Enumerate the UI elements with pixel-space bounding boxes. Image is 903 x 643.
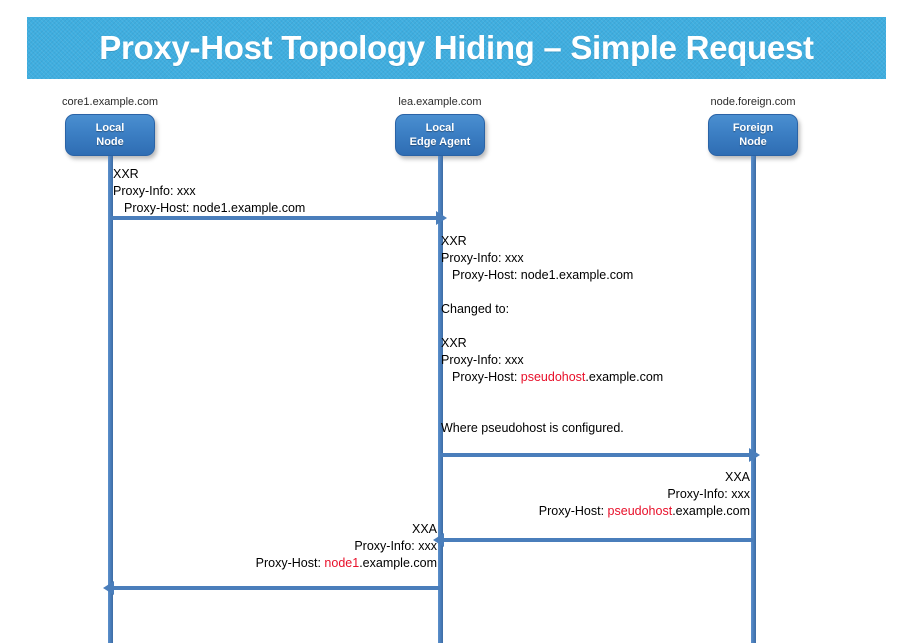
- participant-host-label: lea.example.com: [398, 96, 482, 108]
- arrowhead-right-icon: [436, 211, 447, 225]
- node-box-line2: Node: [739, 136, 767, 148]
- participant-foreign-node: node.foreign.com Foreign Node: [653, 96, 853, 156]
- arrow-answer-lea-to-local: [103, 581, 440, 595]
- highlighted-host-token: pseudohost: [607, 504, 673, 518]
- page-title: Proxy-Host Topology Hiding – Simple Requ…: [99, 29, 814, 66]
- participant-local-edge-agent: lea.example.com Local Edge Agent: [340, 96, 540, 156]
- participant-local-node: core1.example.com Local Node: [10, 96, 210, 156]
- participant-host-label: core1.example.com: [62, 96, 158, 108]
- node-box-line1: Local: [95, 122, 125, 134]
- message-line: Proxy-Info: xxx: [441, 251, 524, 265]
- lifeline-local-node: [108, 156, 113, 643]
- node-box-line2: Edge Agent: [409, 136, 471, 148]
- message-line: Proxy-Info: xxx: [667, 487, 750, 501]
- lifeline-foreign-node: [751, 156, 756, 643]
- message-line: Proxy-Host: node1.example.com: [255, 556, 437, 570]
- message-line: XXR: [441, 234, 467, 248]
- message-line: Where pseudohost is configured.: [441, 421, 624, 435]
- message-line: Proxy-Info: xxx: [113, 184, 196, 198]
- highlighted-host-token: pseudohost: [520, 370, 586, 384]
- node-box-local-node[interactable]: Local Node: [65, 114, 155, 156]
- node-box-line1: Foreign: [732, 122, 774, 134]
- arrow-request-lea-to-foreign: [440, 448, 760, 462]
- arrowhead-left-icon: [103, 581, 114, 595]
- node-box-line1: Local: [425, 122, 455, 134]
- highlighted-host-token: node1: [324, 556, 360, 570]
- message-line: Proxy-Info: xxx: [354, 539, 437, 553]
- message-line: Proxy-Host: node1.example.com: [452, 268, 634, 282]
- arrowhead-left-icon: [433, 533, 444, 547]
- message-line-spacer: [441, 284, 663, 301]
- message-line-spacer: [441, 318, 663, 335]
- message-line: Proxy-Host: node1.example.com: [124, 201, 306, 215]
- message-line: Changed to:: [441, 302, 510, 316]
- message-line-spacer: [441, 386, 663, 403]
- lifeline-local-edge-agent: [438, 156, 443, 643]
- arrowhead-right-icon: [749, 448, 760, 462]
- arrow-request-local-to-lea: [110, 211, 447, 225]
- message-line: Proxy-Info: xxx: [441, 353, 524, 367]
- title-banner: Proxy-Host Topology Hiding – Simple Requ…: [27, 17, 886, 79]
- node-box-local-edge-agent[interactable]: Local Edge Agent: [395, 114, 485, 156]
- arrow-answer-foreign-to-lea: [433, 533, 753, 547]
- message-line: Proxy-Host: pseudohost.example.com: [452, 370, 664, 384]
- node-box-foreign-node[interactable]: Foreign Node: [708, 114, 798, 156]
- message-line: XXA: [411, 522, 437, 536]
- message-line: XXA: [724, 470, 750, 484]
- message-line-spacer: [441, 403, 663, 420]
- participant-host-label: node.foreign.com: [710, 96, 796, 108]
- message-line: XXR: [441, 336, 467, 350]
- node-box-line2: Node: [96, 136, 124, 148]
- message-line: Proxy-Host: pseudohost.example.com: [538, 504, 750, 518]
- message-line: XXR: [113, 167, 139, 181]
